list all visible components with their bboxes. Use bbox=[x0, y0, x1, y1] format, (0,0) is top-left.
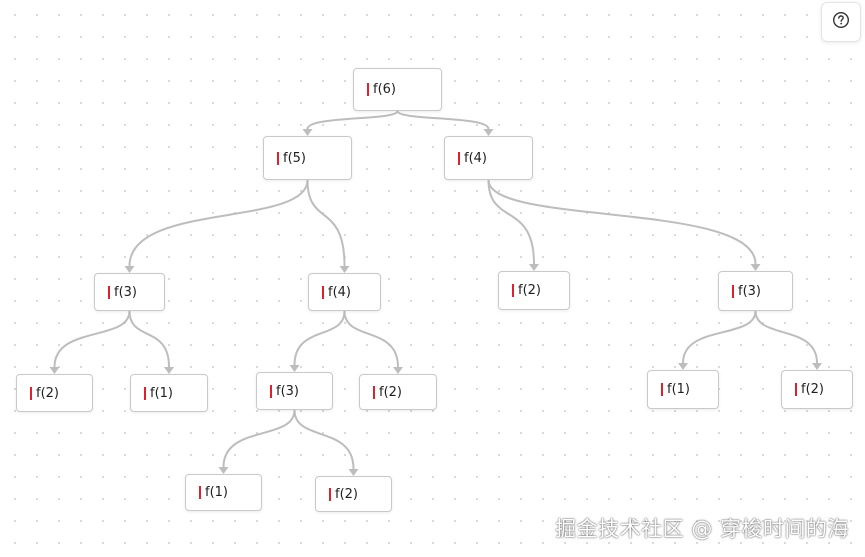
edge-arrowhead bbox=[124, 266, 135, 273]
edge-arrowhead bbox=[348, 469, 359, 476]
node-accent-bar bbox=[373, 385, 375, 399]
edge-connector bbox=[222, 409, 296, 468]
node-label: f(2) bbox=[518, 283, 541, 298]
node-accent-bar bbox=[512, 284, 514, 297]
tree-node[interactable]: f(3) bbox=[718, 271, 793, 311]
tree-node[interactable]: f(1) bbox=[647, 370, 719, 409]
node-accent-bar bbox=[458, 151, 460, 165]
tree-node[interactable]: f(4) bbox=[308, 273, 381, 311]
edge-arrowhead bbox=[302, 129, 313, 136]
node-accent-bar bbox=[329, 487, 331, 501]
node-label: f(2) bbox=[379, 384, 402, 400]
edge-connector bbox=[682, 310, 757, 364]
edge-arrowhead bbox=[218, 467, 229, 474]
tree-node[interactable]: f(3) bbox=[256, 372, 333, 410]
tree-node[interactable]: f(2) bbox=[498, 271, 570, 310]
tree-node[interactable]: f(2) bbox=[16, 374, 93, 412]
edge-connector bbox=[128, 179, 309, 267]
edge-arrowhead bbox=[750, 264, 761, 271]
edge-connector bbox=[487, 179, 535, 265]
edge-connector bbox=[128, 310, 170, 368]
node-accent-bar bbox=[144, 386, 146, 400]
edge-connector bbox=[293, 409, 355, 470]
edge-connector bbox=[396, 110, 490, 130]
node-label: f(1) bbox=[667, 382, 690, 397]
watermark: 掘金技术社区 @ 穿梭时间的海 bbox=[555, 517, 849, 541]
edge-connector bbox=[306, 179, 346, 267]
tree-node[interactable]: f(2) bbox=[781, 370, 853, 409]
node-accent-bar bbox=[270, 384, 272, 398]
node-label: f(6) bbox=[373, 82, 396, 97]
node-accent-bar bbox=[30, 386, 32, 400]
tree-node[interactable]: f(1) bbox=[130, 374, 208, 412]
edge-connector bbox=[306, 110, 399, 130]
node-label: f(1) bbox=[205, 485, 228, 500]
edge-arrowhead bbox=[483, 129, 494, 136]
edge-arrowhead bbox=[529, 264, 539, 271]
tree-node[interactable]: f(4) bbox=[444, 136, 533, 180]
node-label: f(5) bbox=[283, 150, 306, 166]
node-label: f(2) bbox=[801, 382, 824, 397]
tree-node[interactable]: f(1) bbox=[185, 474, 262, 511]
node-label: f(3) bbox=[114, 284, 137, 300]
node-accent-bar bbox=[367, 83, 369, 96]
node-accent-bar bbox=[277, 151, 279, 165]
edge-arrowhead bbox=[289, 365, 300, 372]
node-accent-bar bbox=[661, 383, 663, 396]
node-accent-bar bbox=[732, 284, 734, 298]
tree-node[interactable]: f(3) bbox=[94, 273, 165, 311]
edge-arrowhead bbox=[164, 367, 174, 374]
edge-connector bbox=[53, 310, 131, 368]
edge-connector bbox=[293, 310, 346, 366]
edge-arrowhead bbox=[812, 363, 822, 370]
node-label: f(3) bbox=[738, 283, 761, 299]
help-button[interactable] bbox=[821, 2, 861, 42]
node-label: f(4) bbox=[328, 284, 351, 300]
edge-arrowhead bbox=[393, 367, 403, 374]
node-label: f(2) bbox=[335, 486, 358, 502]
edge-arrowhead bbox=[678, 363, 688, 370]
tree-node[interactable]: f(2) bbox=[315, 476, 392, 512]
node-label: f(2) bbox=[36, 385, 59, 401]
node-accent-bar bbox=[199, 486, 201, 499]
node-accent-bar bbox=[795, 383, 797, 396]
edge-connector bbox=[754, 310, 818, 364]
edge-connector bbox=[487, 179, 757, 265]
question-circle-icon bbox=[832, 11, 850, 33]
tree-node[interactable]: f(6) bbox=[353, 68, 442, 111]
edge-arrowhead bbox=[339, 266, 350, 273]
node-accent-bar bbox=[108, 285, 110, 299]
tree-node[interactable]: f(2) bbox=[359, 374, 437, 410]
node-label: f(4) bbox=[464, 150, 487, 166]
edge-arrowhead bbox=[49, 367, 60, 374]
tree-node[interactable]: f(5) bbox=[263, 136, 352, 180]
node-label: f(1) bbox=[150, 385, 173, 401]
edge-connector bbox=[343, 310, 399, 368]
node-accent-bar bbox=[322, 285, 324, 299]
node-label: f(3) bbox=[276, 383, 299, 399]
